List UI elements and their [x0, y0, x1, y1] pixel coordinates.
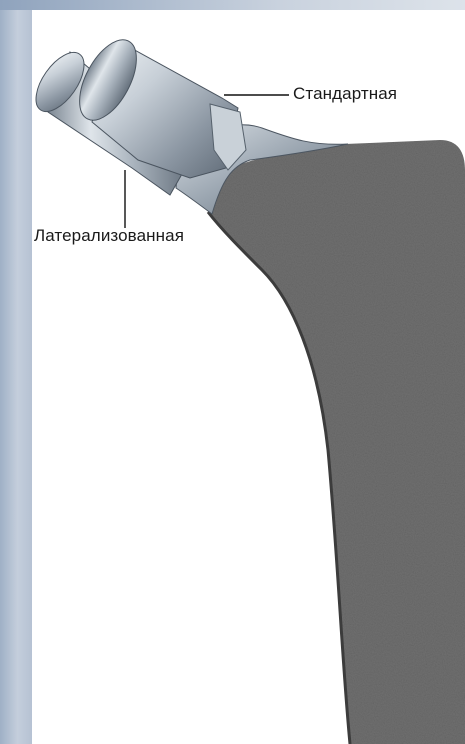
stem-body: [208, 140, 465, 744]
standard-trunnion: [68, 31, 246, 178]
standard-label: Стандартная: [293, 84, 397, 104]
lateralized-label: Латерализованная: [34, 226, 184, 246]
